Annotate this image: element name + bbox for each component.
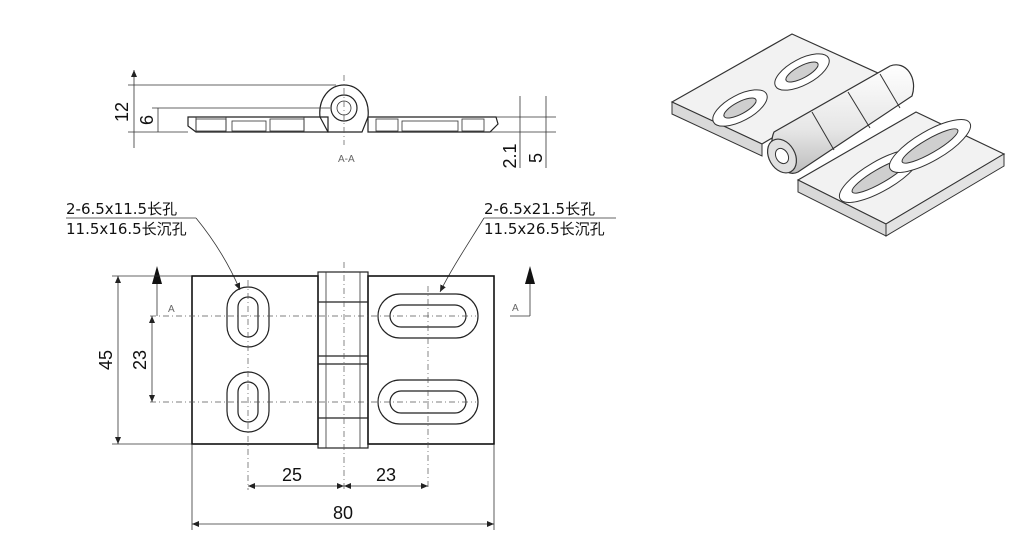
section-view: 12 6 2.1 5 A-A <box>112 70 556 169</box>
dim-total-height: 12 <box>112 102 132 122</box>
knuckle <box>317 271 369 449</box>
dim-width-45: 45 <box>96 350 116 370</box>
dim-hinge-offset: 6 <box>137 115 157 125</box>
isometric-view <box>670 33 1006 237</box>
section-label: A-A <box>338 154 355 165</box>
callout-left-line2: 11.5x16.5长沉孔 <box>66 220 187 238</box>
iso-left-slot-1 <box>712 89 768 127</box>
plan-view: A A 45 23 25 23 80 <box>96 262 535 530</box>
callouts: 2-6.5x11.5长孔 11.5x16.5长沉孔 2-6.5x21.5长孔 1… <box>66 200 616 293</box>
right-leaf <box>367 275 495 445</box>
section-marker-right: A <box>512 303 519 314</box>
dim-left-slot-x: 25 <box>282 465 302 485</box>
section-marker-left: A <box>168 304 175 315</box>
callout-right-line1: 2-6.5x21.5长孔 <box>484 200 595 218</box>
callout-left-line1: 2-6.5x11.5长孔 <box>66 200 177 218</box>
dim-slot-pitch: 23 <box>130 350 150 370</box>
iso-right-slot-2 <box>888 119 972 173</box>
dim-total-width: 80 <box>333 503 353 523</box>
dim-plate-thickness: 2.1 <box>500 143 520 168</box>
callout-right-line2: 11.5x26.5长沉孔 <box>484 220 605 238</box>
iso-left-slot-2 <box>774 53 830 91</box>
dim-leaf-thickness: 5 <box>526 153 546 163</box>
dim-right-slot-x: 23 <box>376 465 396 485</box>
